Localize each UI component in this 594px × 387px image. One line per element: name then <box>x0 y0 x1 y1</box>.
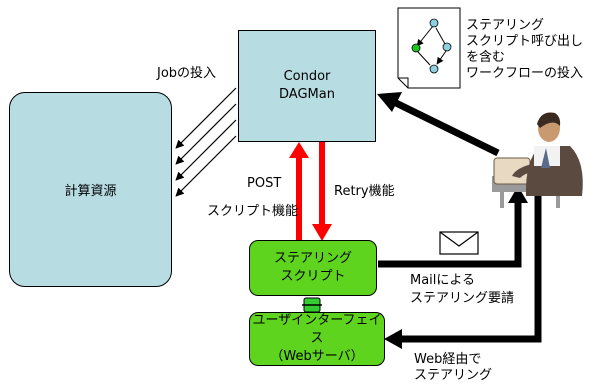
workflow-submit-line4: ワークフローの投入 <box>466 66 584 81</box>
compute-resources-label: 計算資源 <box>64 184 117 199</box>
workflow-submit-line3: を含む <box>466 50 506 65</box>
mail-request-line1: Mailによる <box>410 273 476 288</box>
workflow-submit-label: ステアリング スクリプト呼び出し を含む ワークフローの投入 <box>466 18 583 82</box>
post-label: POST <box>247 176 282 191</box>
retry-arrow <box>312 142 332 241</box>
condor-label: Condor <box>283 69 331 84</box>
workflow-submit-line1: ステアリング <box>466 18 545 33</box>
web-steering-label: Web経由で ステアリング <box>414 352 492 384</box>
workflow-submit-line2: スクリプト呼び出し <box>466 34 584 49</box>
user-interface-box: ユーザインターフェイス （Webサーバ） <box>249 312 385 366</box>
envelope-icon <box>439 231 479 255</box>
web-steering-arrow <box>384 190 542 349</box>
user-interface-line1: ユーザインターフェイス <box>252 313 382 346</box>
post-script-arrow <box>289 142 309 242</box>
web-steering-line1: Web経由で <box>414 352 482 367</box>
user-at-computer-icon <box>492 112 583 208</box>
script-ui-connector <box>302 297 322 313</box>
dagman-label: DAGMan <box>279 87 335 102</box>
steering-script-box: ステアリング スクリプト <box>249 240 377 296</box>
steering-script-line2: スクリプト <box>280 269 346 284</box>
job-submit-arrows <box>175 87 237 197</box>
mail-request-arrow <box>378 186 528 268</box>
post-script-label: スクリプト機能 <box>207 204 299 219</box>
mail-request-line2: ステアリング要請 <box>410 291 515 306</box>
user-interface-line2: （Webサーバ） <box>270 349 364 364</box>
steering-script-line1: ステアリング <box>273 251 352 266</box>
workflow-submit-arrow <box>377 92 500 157</box>
condor-dagman-box: Condor DAGMan <box>238 30 376 142</box>
web-steering-line2: ステアリング <box>414 368 493 383</box>
compute-resources-box: 計算資源 <box>9 92 172 287</box>
retry-label: Retry機能 <box>334 184 395 199</box>
mail-request-label: Mailによる ステアリング要請 <box>410 272 514 308</box>
workflow-document-icon <box>397 7 461 89</box>
job-submit-label: Jobの投入 <box>157 66 217 81</box>
